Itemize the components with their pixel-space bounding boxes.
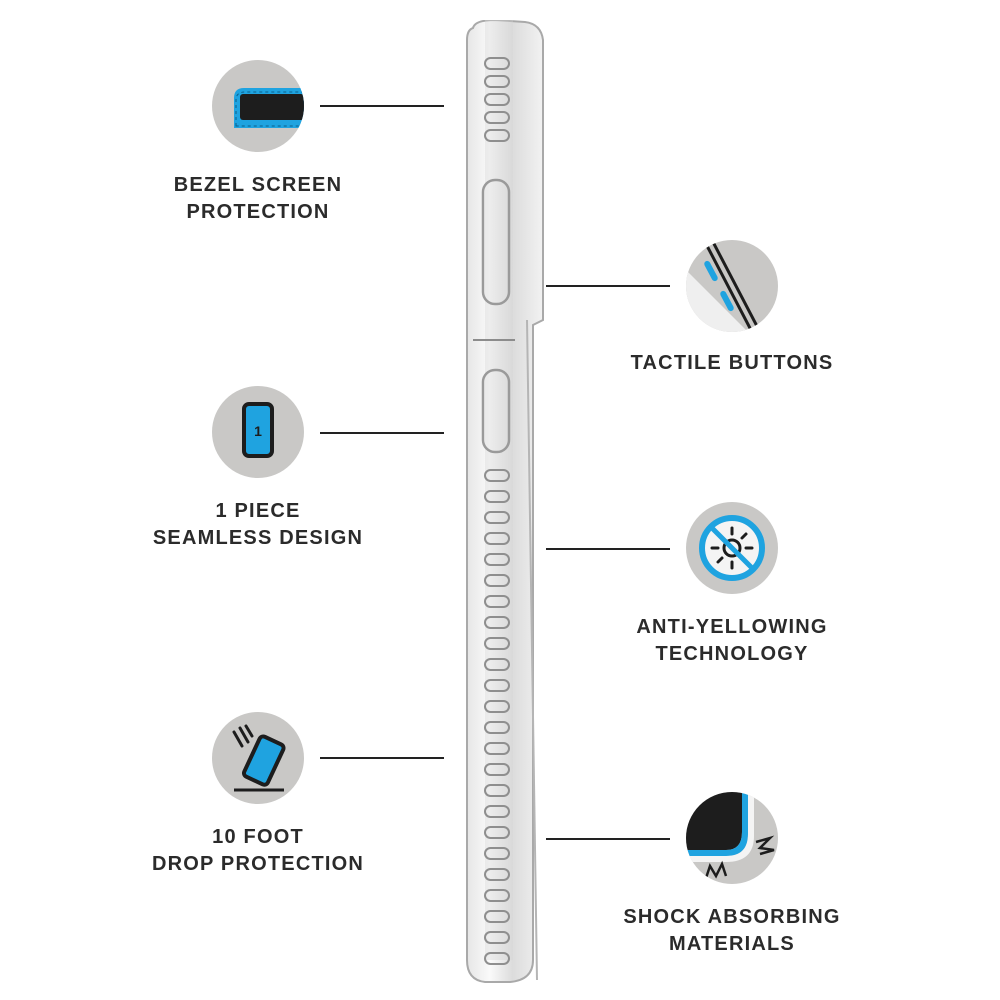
drop-leader-line xyxy=(320,757,444,759)
shock-absorb-icon xyxy=(686,792,778,884)
grip-slot xyxy=(484,721,510,734)
bezel-screen-protection-icon xyxy=(212,60,304,152)
tactile-label: TACTILE BUTTONS xyxy=(630,352,834,374)
grip-slot xyxy=(484,469,510,482)
one-piece-leader-line xyxy=(320,432,444,434)
grip-slot xyxy=(484,93,510,106)
grip-slot xyxy=(484,868,510,881)
grip-slot xyxy=(484,931,510,944)
grip-slot xyxy=(484,490,510,503)
yellowing-label: ANTI-YELLOWING TECHNOLOGY xyxy=(636,616,828,665)
power-button-outline xyxy=(481,368,511,454)
top-grip-slots xyxy=(484,57,510,142)
grip-slot xyxy=(484,889,510,902)
grip-slot xyxy=(484,658,510,671)
grip-slot xyxy=(484,679,510,692)
grip-slot xyxy=(484,847,510,860)
shock-label: SHOCK ABSORBING MATERIALS xyxy=(623,906,841,955)
clear-case-side-view xyxy=(466,20,544,983)
grip-slot xyxy=(484,511,510,524)
no-sun-icon xyxy=(686,502,778,594)
grip-slot xyxy=(484,784,510,797)
grip-slot xyxy=(484,826,510,839)
grip-slot xyxy=(484,75,510,88)
volume-button-outline xyxy=(481,178,511,306)
grip-slot xyxy=(484,57,510,70)
grip-slot xyxy=(484,910,510,923)
drop-phone-icon xyxy=(212,712,304,804)
grip-slot xyxy=(484,129,510,142)
drop-label: 10 FOOT DROP PROTECTION xyxy=(151,826,365,875)
grip-slot xyxy=(484,952,510,965)
grip-slot xyxy=(484,553,510,566)
one-piece-badge: 1 xyxy=(254,423,262,439)
grip-slot xyxy=(484,532,510,545)
grip-slot xyxy=(484,700,510,713)
grip-slot xyxy=(484,574,510,587)
grip-slot xyxy=(484,616,510,629)
tactile-leader-line xyxy=(546,285,670,287)
bezel-label: BEZEL SCREEN PROTECTION xyxy=(173,174,343,223)
yellowing-leader-line xyxy=(546,548,670,550)
one-piece-label: 1 PIECE SEAMLESS DESIGN xyxy=(152,500,364,549)
bezel-leader-line xyxy=(320,105,444,107)
grip-slot xyxy=(484,763,510,776)
grip-slot xyxy=(484,111,510,124)
bottom-grip-slots xyxy=(484,469,510,965)
shock-leader-line xyxy=(546,838,670,840)
grip-slot xyxy=(484,595,510,608)
grip-slot xyxy=(484,805,510,818)
one-piece-phone-icon: 1 xyxy=(212,386,304,478)
grip-slot xyxy=(484,637,510,650)
tactile-buttons-icon xyxy=(686,240,778,332)
grip-slot xyxy=(484,742,510,755)
